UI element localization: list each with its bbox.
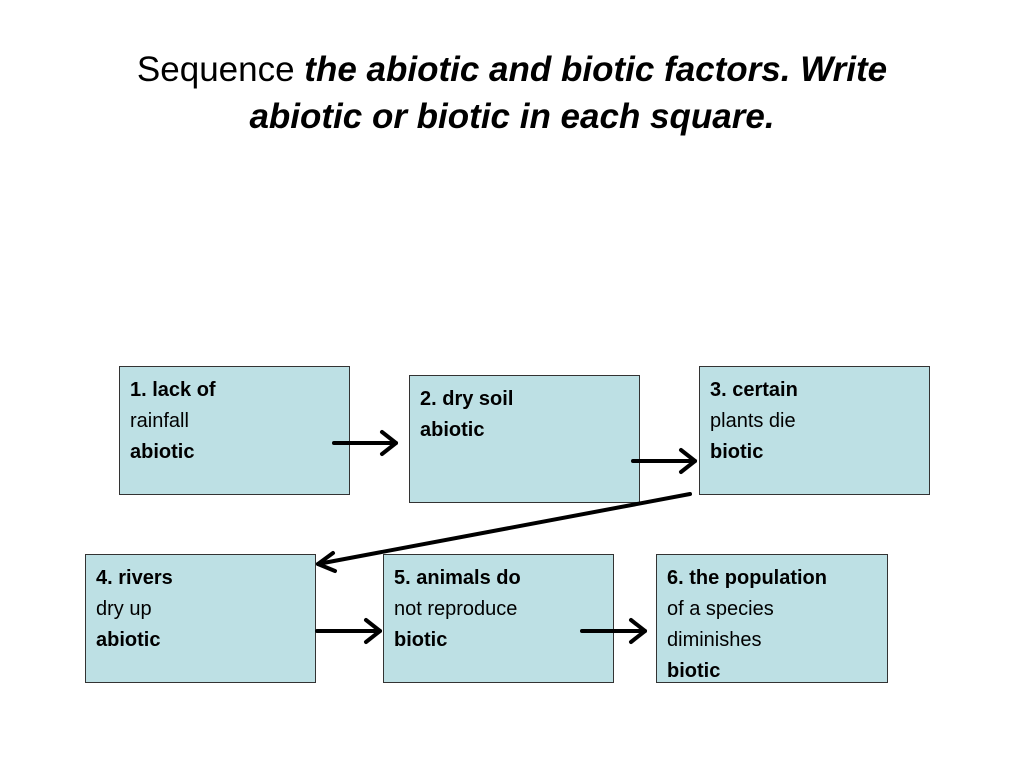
sequence-box-2: 2. dry soil abiotic bbox=[409, 375, 640, 503]
box-6-text-line-2: diminishes bbox=[667, 629, 762, 651]
box-6-text-line-1: of a species bbox=[667, 598, 774, 620]
box-3-text-line: plants die bbox=[710, 410, 796, 432]
box-5-text-line: not reproduce bbox=[394, 598, 518, 620]
box-5-heading: 5. animals do bbox=[394, 567, 521, 589]
box-6-heading: 6. the population bbox=[667, 567, 827, 589]
sequence-box-5: 5. animals do not reproduce biotic bbox=[383, 554, 614, 683]
title-lead: Sequence bbox=[136, 50, 305, 89]
box-4-answer: abiotic bbox=[96, 629, 161, 651]
sequence-box-3: 3. certain plants die biotic bbox=[699, 366, 930, 495]
sequence-box-4: 4. rivers dry up abiotic bbox=[85, 554, 316, 683]
sequence-box-6: 6. the population of a species diminishe… bbox=[656, 554, 888, 683]
title-rest-line2: abiotic or biotic in each square. bbox=[249, 97, 775, 136]
box-4-heading: 4. rivers bbox=[96, 567, 173, 589]
sequence-box-1: 1. lack of rainfall abiotic bbox=[119, 366, 350, 495]
arrow-5-to-6 bbox=[580, 618, 647, 644]
box-5-answer: biotic bbox=[394, 629, 448, 651]
box-1-text-line: rainfall bbox=[130, 410, 189, 432]
title-rest-line1: the abiotic and biotic factors. Write bbox=[304, 50, 888, 89]
arrow-3-to-4 bbox=[316, 492, 692, 573]
box-6-answer: biotic bbox=[667, 660, 721, 682]
box-1-answer: abiotic bbox=[130, 441, 195, 463]
arrow-2-to-3 bbox=[631, 448, 697, 474]
page-title: Sequence the abiotic and biotic factors.… bbox=[40, 46, 984, 140]
box-1-heading: 1. lack of bbox=[130, 379, 216, 401]
box-2-heading: 2. dry soil bbox=[420, 388, 514, 410]
box-4-text-line: dry up bbox=[96, 598, 152, 620]
arrow-4-to-5 bbox=[315, 618, 382, 644]
box-2-answer: abiotic bbox=[420, 419, 485, 441]
box-3-heading: 3. certain bbox=[710, 379, 798, 401]
box-3-answer: biotic bbox=[710, 441, 764, 463]
arrow-1-to-2 bbox=[332, 430, 398, 456]
